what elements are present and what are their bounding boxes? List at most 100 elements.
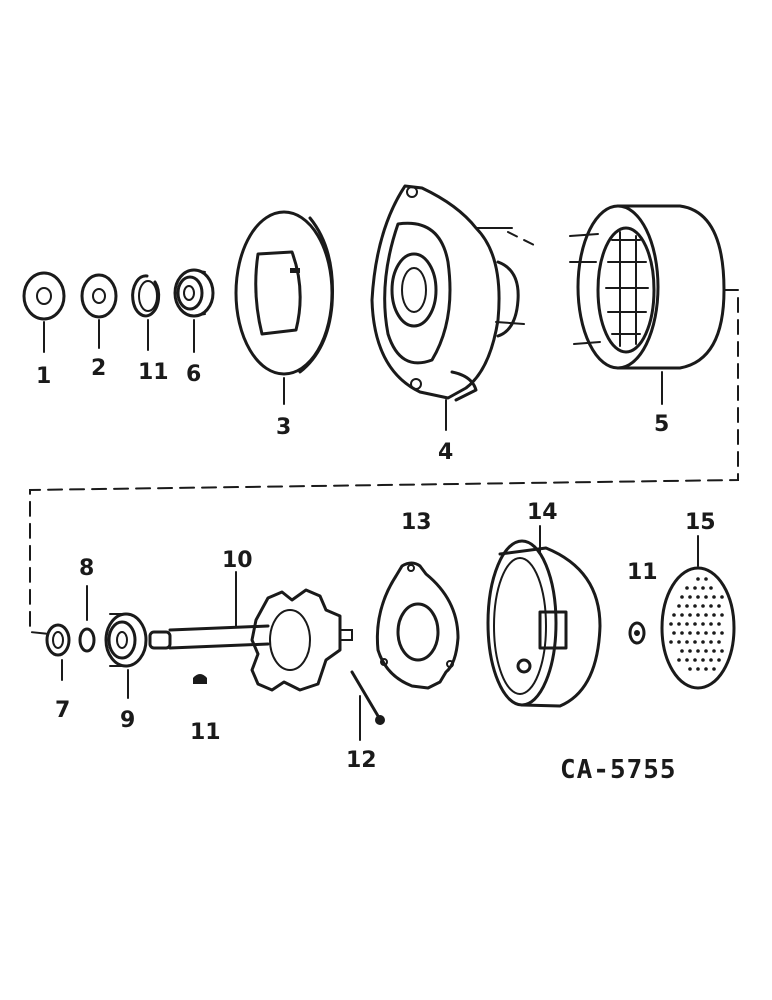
assembly-dashed-line-top [507,231,541,249]
callout-7: 7 [55,698,70,723]
screen-hole [693,604,697,608]
screen-hole [693,586,697,590]
screen-hole [712,595,716,599]
callout-4: 4 [438,440,453,465]
part-2-washer [80,273,118,349]
callout-11: 11 [138,360,169,385]
screen-hole [709,622,713,626]
screen-hole [701,658,705,662]
screen-hole [701,586,705,590]
screen-hole [693,658,697,662]
callout-8: 8 [79,556,94,581]
screen-hole [688,595,692,599]
callout-2: 2 [91,356,106,381]
screen-hole [717,604,721,608]
screen-hole [717,622,721,626]
callout-3: 3 [276,415,291,440]
callout-1: 1 [36,364,51,389]
screen-hole [720,613,724,617]
screen-hole [704,595,708,599]
screen-hole [696,649,700,653]
callout-10: 10 [222,548,253,573]
screen-hole [709,658,713,662]
screen-hole [701,604,705,608]
screen-hole [680,631,684,635]
part-15-screen [660,535,736,690]
part-8-washer [78,585,96,653]
screen-hole [696,613,700,617]
screen-hole [696,667,700,671]
screen-hole [717,658,721,662]
part-11-key [193,674,207,684]
screen-hole [677,622,681,626]
screen-hole [712,631,716,635]
screen-hole [688,667,692,671]
screen-hole [688,613,692,617]
part-9-bearing [104,612,148,699]
assembly-dashed-line [29,289,739,635]
screen-hole [677,640,681,644]
screen-hole [701,622,705,626]
part-7-nut [45,623,71,681]
screen-hole [677,604,681,608]
callout-15: 15 [685,510,716,535]
part-12-screw [350,670,385,741]
screen-hole [680,595,684,599]
screen-hole [709,586,713,590]
screen-hole [669,640,673,644]
screen-hole [696,595,700,599]
screen-hole [672,613,676,617]
drawing-code: CA-5755 [560,755,677,785]
screen-hole [704,613,708,617]
callout-13: 13 [401,510,432,535]
screen-hole [709,604,713,608]
callout-11-right: 11 [627,560,658,585]
part-1-washer [22,271,66,353]
callout-11-lower: 11 [190,720,221,745]
screen-hole [685,604,689,608]
callout-9: 9 [120,708,135,733]
screen-hole [669,622,673,626]
screen-hole [693,640,697,644]
screen-hole [685,640,689,644]
screen-hole [696,631,700,635]
part-3-retainer-plate [234,210,334,405]
screen-hole [685,658,689,662]
screen-hole [685,622,689,626]
screen-hole [704,649,708,653]
screen-hole [720,649,724,653]
screen-perforations [669,577,724,671]
screen-hole [712,649,716,653]
screen-hole [685,586,689,590]
callout-14: 14 [527,500,558,525]
screen-hole [677,658,681,662]
part-14-end-cover [486,525,602,708]
screen-hole [704,631,708,635]
screen-hole [720,631,724,635]
callout-5: 5 [654,412,669,437]
screen-hole [717,640,721,644]
screen-hole [672,631,676,635]
screen-hole [704,667,708,671]
screen-hole [693,622,697,626]
screen-hole [709,640,713,644]
screen-hole [688,631,692,635]
screen-hole [712,667,716,671]
callout-12: 12 [346,748,377,773]
part-10-rotor [148,571,353,692]
screen-hole [720,595,724,599]
part-6-bearing [173,268,215,353]
part-11-snap-ring [131,274,161,351]
screen-hole [680,649,684,653]
screen-hole [701,640,705,644]
part-13-insulator-plate [375,561,460,690]
screen-hole [688,649,692,653]
screen-hole [712,613,716,617]
part-11-nut [628,621,646,645]
screen-hole [704,577,708,581]
part-5-stator [569,204,726,405]
part-4-drive-end-frame [370,184,525,431]
callout-6: 6 [186,362,201,387]
screen-hole [696,577,700,581]
